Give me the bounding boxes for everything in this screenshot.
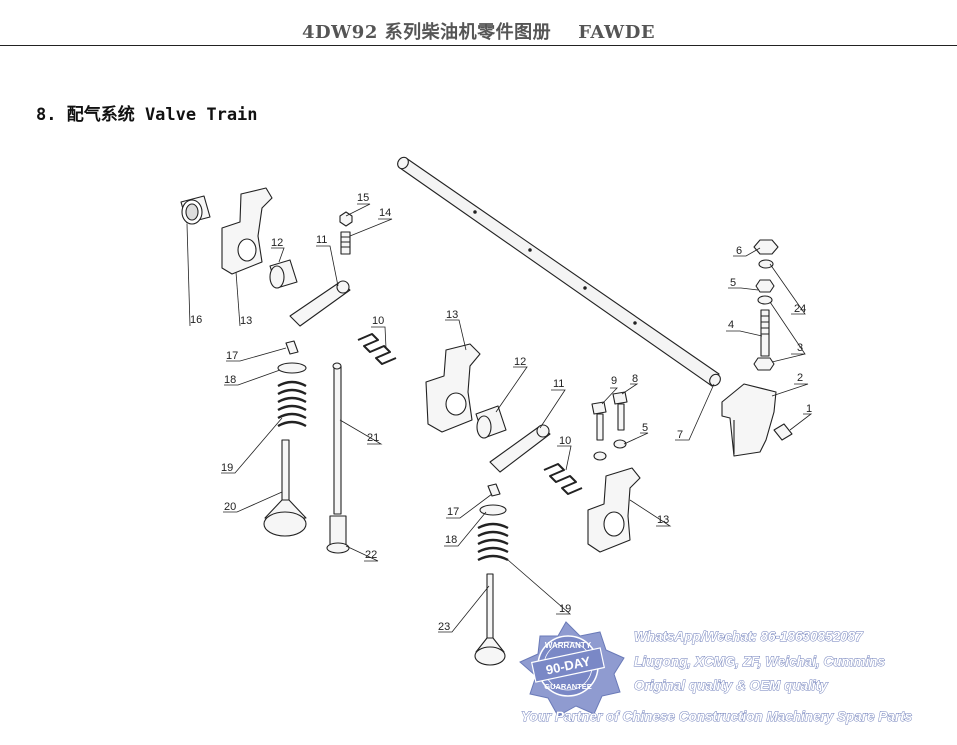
warranty-watermark: WARRANTY 90-DAY GUARANTEE WhatsApp/Wecha… <box>519 621 913 724</box>
badge-bottom-text: GUARANTEE <box>544 682 592 691</box>
badge-top-text: WARRANTY <box>545 641 592 650</box>
callout-13-right: 13 <box>657 514 669 526</box>
bushing-12-middle <box>475 405 507 439</box>
callout-17-left: 17 <box>226 350 238 362</box>
page-header: 4DW92 系列柴油机零件图册 FAWDE <box>0 18 957 44</box>
callout-5-middle: 5 <box>642 422 648 434</box>
washer-3-right <box>757 295 773 305</box>
spring-retainer-18-left <box>277 362 307 374</box>
callout-23: 23 <box>438 621 450 633</box>
callout-11-left: 11 <box>316 234 327 246</box>
spring-10-left <box>357 333 397 365</box>
callout-13-middle: 13 <box>446 309 458 321</box>
adjusting-screw-14 <box>340 231 351 255</box>
spring-retainer-18-middle <box>479 504 507 516</box>
bolt-9 <box>591 401 607 441</box>
valve-keeper-17-left <box>285 340 299 355</box>
rocker-shaft <box>397 156 721 387</box>
nut-3-bottom <box>753 357 775 371</box>
callout-24: 24 <box>794 303 806 315</box>
leader-lines <box>186 203 813 633</box>
callout-18-middle: 18 <box>445 534 457 546</box>
callout-17-middle: 17 <box>447 506 459 518</box>
callout-15: 15 <box>357 192 369 204</box>
rocker-arm-11-middle <box>489 424 551 473</box>
rocker-support-13-left <box>221 187 273 275</box>
bushing-12-left <box>269 259 298 289</box>
plug-1 <box>773 423 793 441</box>
callout-11-middle: 11 <box>553 378 564 390</box>
header-rule <box>0 45 957 46</box>
washer-5-middle <box>593 439 627 461</box>
intake-valve-23 <box>474 573 506 666</box>
rocker-support-13-middle <box>425 343 481 433</box>
callout-22: 22 <box>365 549 377 561</box>
callout-8: 8 <box>632 373 638 385</box>
callout-6: 6 <box>736 245 742 257</box>
callout-3: 3 <box>797 342 803 354</box>
callout-20: 20 <box>224 501 236 513</box>
callout-10-left: 10 <box>372 315 384 327</box>
callout-7: 7 <box>677 429 683 441</box>
washer-24 <box>758 259 774 269</box>
valve-spring-19-middle <box>477 522 509 562</box>
callout-4: 4 <box>728 319 734 331</box>
watermark-brands: Liugong, XCMG, ZF, Weichai, Cummins <box>634 654 886 669</box>
push-rod-21 <box>332 362 342 515</box>
rocker-support-2 <box>721 383 777 457</box>
valve-keeper-17-middle <box>487 483 501 497</box>
watermark-contact: WhatsApp/Wechat: 86-18630852087 <box>634 629 864 644</box>
callout-10-middle: 10 <box>559 435 571 447</box>
catalog-title: 4DW92 系列柴油机零件图册 <box>301 22 552 43</box>
bolt-8 <box>612 391 628 431</box>
cap-nut-6 <box>753 239 779 255</box>
warranty-badge: WARRANTY 90-DAY GUARANTEE <box>519 621 625 717</box>
callout-2: 2 <box>797 372 803 384</box>
watermark-tagline: Your Partner of Chinese Construction Mac… <box>521 709 913 724</box>
nut-15 <box>339 211 353 227</box>
callout-12-middle: 12 <box>514 356 526 368</box>
spring-10-middle <box>543 463 583 495</box>
exhaust-valve-20 <box>263 439 307 537</box>
watermark-quality: Original quality & OEM quality <box>634 678 829 693</box>
callout-1: 1 <box>806 403 812 415</box>
section-title: 8. 配气系统 Valve Train <box>36 105 258 125</box>
callout-21: 21 <box>367 432 379 444</box>
callout-19-middle: 19 <box>559 603 571 615</box>
callout-12-left: 12 <box>271 237 283 249</box>
callout-19-left: 19 <box>221 462 233 474</box>
callout-5-right: 5 <box>730 277 736 289</box>
rocker-arm-11-left <box>289 280 351 327</box>
rocker-support-13-right <box>587 467 641 553</box>
stud-4 <box>760 309 770 357</box>
callout-18-left: 18 <box>224 374 236 386</box>
nut-5-right <box>755 279 775 293</box>
callout-16: 16 <box>190 314 202 326</box>
callout-13-left: 13 <box>240 315 252 327</box>
bushing-16 <box>180 195 211 225</box>
brand-name: FAWDE <box>578 22 656 43</box>
tappet-22 <box>326 515 350 554</box>
valve-spring-19-left <box>277 380 307 428</box>
callout-14: 14 <box>379 207 391 219</box>
callout-9: 9 <box>611 375 617 387</box>
